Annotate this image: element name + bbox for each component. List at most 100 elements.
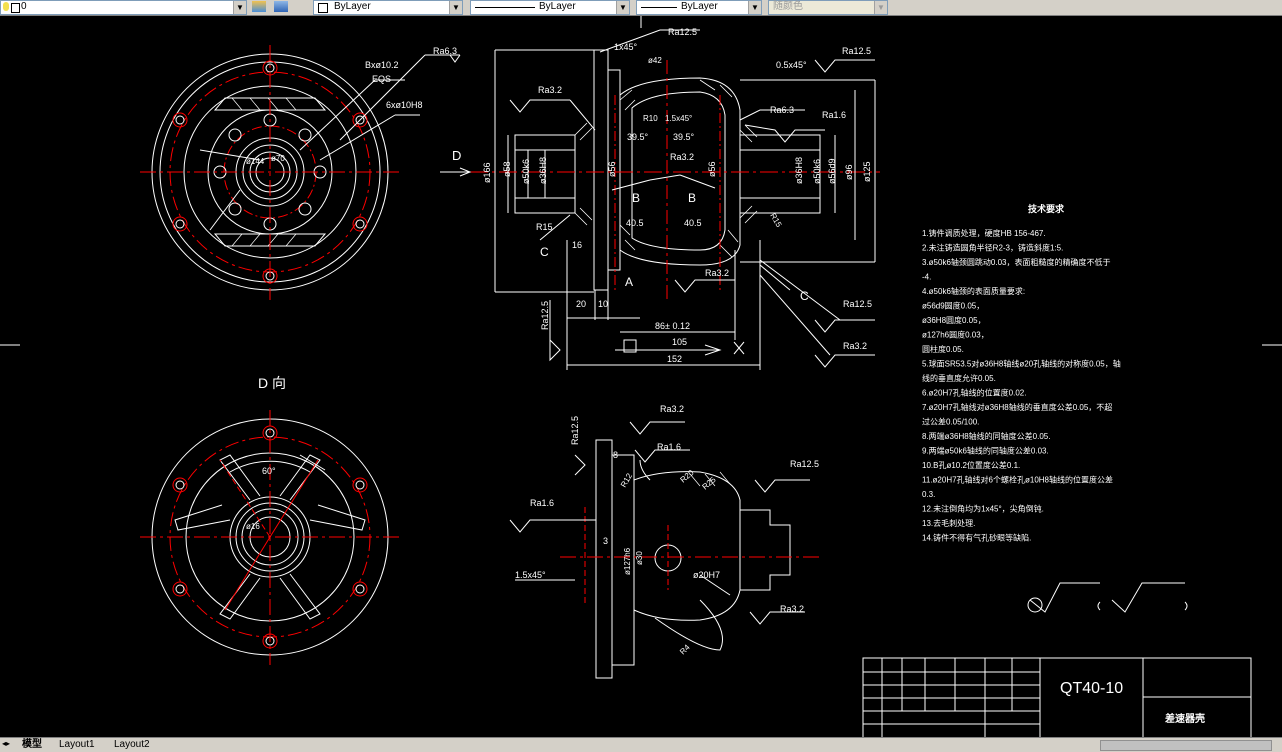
chevron-down-icon[interactable]: ▼ xyxy=(874,1,887,14)
notes-line: 8.两端ø36H8轴线的同轴度公差0.05. xyxy=(922,431,1050,441)
layout-tabs-bar: ◂▸ 模型 Layout1 Layout2 xyxy=(0,737,1282,752)
horizontal-scrollbar[interactable] xyxy=(1100,740,1272,751)
label-ra63-a: Ra6.3 xyxy=(433,46,457,56)
side-section-view xyxy=(509,421,820,679)
drawing-canvas[interactable]: Bxø10.2 EQS 6xø10H8 Ra6.3 ø144 ø70 xyxy=(0,16,1282,739)
properties-toolbar: 0 ▼ ByLayer ▼ ByLayer ▼ ByLayer ▼ 随颜色 ▼ xyxy=(0,0,1282,16)
label-d3: 3 xyxy=(603,536,608,546)
label-phi70: ø70 xyxy=(271,154,285,163)
notes-line: 13.去毛刺处理. xyxy=(922,518,975,528)
chevron-down-icon[interactable]: ▼ xyxy=(616,1,629,14)
notes-line: ø127h6圆度0.03， xyxy=(922,330,989,340)
label-ra16-t: Ra1.6 xyxy=(657,442,681,452)
notes-line: 1.铸件调质处理，硬度HB 156-467. xyxy=(922,228,1046,238)
label-b-right: B xyxy=(688,191,696,205)
chevron-down-icon[interactable]: ▼ xyxy=(233,1,246,14)
notes-line: -4. xyxy=(922,273,931,282)
notes-title: 技术要求 xyxy=(1028,203,1065,214)
label-ra16-r: Ra1.6 xyxy=(822,110,846,120)
label-d152: 152 xyxy=(667,354,682,364)
label-ra125-r: Ra12.5 xyxy=(842,46,871,56)
label-d405r: 40.5 xyxy=(684,218,702,228)
label-c15x45: 1.5x45° xyxy=(665,114,692,123)
label-ra32-c: Ra3.2 xyxy=(670,152,694,162)
lineweight-sample xyxy=(641,7,677,8)
layer-color-swatch xyxy=(11,3,20,13)
label-r15-2: R15 xyxy=(768,212,783,230)
label-phi125: ø125 xyxy=(862,161,872,182)
lightbulb-icon xyxy=(3,2,9,11)
linetype-sample xyxy=(475,7,535,8)
label-a395r: 39.5° xyxy=(673,132,695,142)
label-ra63-m: Ra6.3 xyxy=(770,105,794,115)
label-d10: 10 xyxy=(598,299,608,309)
layer-dropdown[interactable]: 0 ▼ xyxy=(0,0,247,15)
label-phi30: ø30 xyxy=(635,551,644,565)
notes-line: 线的垂直度允许0.05. xyxy=(922,373,996,383)
label-r4: R4 xyxy=(678,642,692,656)
notes-line: 12.未注倒角均为1x45°，尖角倒钝. xyxy=(922,504,1044,514)
chevron-down-icon[interactable]: ▼ xyxy=(748,1,761,14)
lineweight-value: ByLayer xyxy=(681,1,718,12)
notes-line: 0.3. xyxy=(922,490,935,499)
label-r25: R25 xyxy=(701,475,718,492)
linetype-dropdown[interactable]: ByLayer ▼ xyxy=(470,0,630,15)
label-view-d: D 向 xyxy=(258,375,286,391)
label-r12: R12 xyxy=(619,471,634,489)
tab-layout1[interactable]: Layout1 xyxy=(59,739,95,750)
color-dropdown[interactable]: ByLayer ▼ xyxy=(313,0,463,15)
tab-layout2[interactable]: Layout2 xyxy=(114,739,150,750)
label-ra125-v2: Ra12.5 xyxy=(570,416,580,445)
notes-line: 4.ø50k6轴颈的表面质量要求: xyxy=(922,286,1025,296)
notes-line: 6.ø20H7孔轴线的位置度0.02. xyxy=(922,388,1026,398)
tab-scroll-arrows[interactable]: ◂▸ xyxy=(2,739,11,748)
label-c15x45-s: 1.5x45° xyxy=(515,570,546,580)
linetype-value: ByLayer xyxy=(539,1,576,12)
lineweight-dropdown[interactable]: ByLayer ▼ xyxy=(636,0,762,15)
notes-line: ø36H8圆度0.05， xyxy=(922,315,986,325)
label-c05x45: 0.5x45° xyxy=(776,60,807,70)
layers-icon[interactable] xyxy=(252,1,266,12)
label-ra16-s: Ra1.6 xyxy=(530,498,554,508)
label-ra125-s: Ra12.5 xyxy=(790,459,819,469)
label-d86: 86± 0.12 xyxy=(655,321,690,331)
label-d20: 20 xyxy=(576,299,586,309)
label-d405l: 40.5 xyxy=(626,218,644,228)
label-c-right: C xyxy=(800,289,809,303)
label-phi58: ø58 xyxy=(502,161,512,177)
label-ra125-v: Ra12.5 xyxy=(540,301,550,330)
title-material: QT40-10 xyxy=(1060,680,1123,697)
label-holes: 6xø10H8 xyxy=(386,100,423,110)
label-a-left: A xyxy=(625,275,633,289)
tab-model[interactable]: 模型 xyxy=(22,739,42,750)
label-bx: Bxø10.2 xyxy=(365,60,399,70)
label-phi20h7: ø20H7 xyxy=(693,570,720,580)
notes-line: 10.B孔ø10.2位置度公差0.1. xyxy=(922,460,1020,470)
label-phi56d9: ø56d9 xyxy=(827,158,837,184)
technical-notes: 技术要求 1.铸件调质处理，硬度HB 156-467.2.未注铸造圆角半径R2-… xyxy=(922,203,1121,543)
label-ra125-br: Ra12.5 xyxy=(843,299,872,309)
chevron-down-icon[interactable]: ▼ xyxy=(449,1,462,14)
label-ra32-s: Ra3.2 xyxy=(780,604,804,614)
label-phi36h8l: ø36H8 xyxy=(538,157,548,184)
layer-previous-icon[interactable] xyxy=(274,1,288,12)
label-a60: 60° xyxy=(262,466,276,476)
notes-line: 5.球面SR53.5对ø36H8轴线ø20孔轴线的对称度0.05，轴 xyxy=(922,359,1121,369)
notes-line: 3.ø50k6轴颈圆跳动0.03，表面粗糙度的精确度不低于 xyxy=(922,257,1110,267)
notes-line: 11.ø20H7孔轴线对6个螺栓孔ø10H8轴线的位置度公差 xyxy=(922,475,1113,485)
label-r15: R15 xyxy=(536,222,553,232)
notes-line: 过公差0.05/100. xyxy=(922,417,979,427)
label-ra32-br: Ra3.2 xyxy=(843,341,867,351)
label-phi42: ø42 xyxy=(648,56,662,65)
label-ra32-t: Ra3.2 xyxy=(660,404,684,414)
notes-line: 9.两端ø50k6轴线的同轴度公差0.03. xyxy=(922,446,1049,456)
color-value: ByLayer xyxy=(334,1,371,12)
label-phi50k6r: ø50k6 xyxy=(812,159,822,184)
label-ra32-l: Ra3.2 xyxy=(538,85,562,95)
label-phi127: ø127h6 xyxy=(623,547,632,575)
label-phi36h8r: ø36H8 xyxy=(794,157,804,184)
plotstyle-dropdown[interactable]: 随颜色 ▼ xyxy=(768,0,888,15)
label-b-left: B xyxy=(632,191,640,205)
label-c-left: C xyxy=(540,245,549,259)
flange-front-view xyxy=(140,45,461,300)
